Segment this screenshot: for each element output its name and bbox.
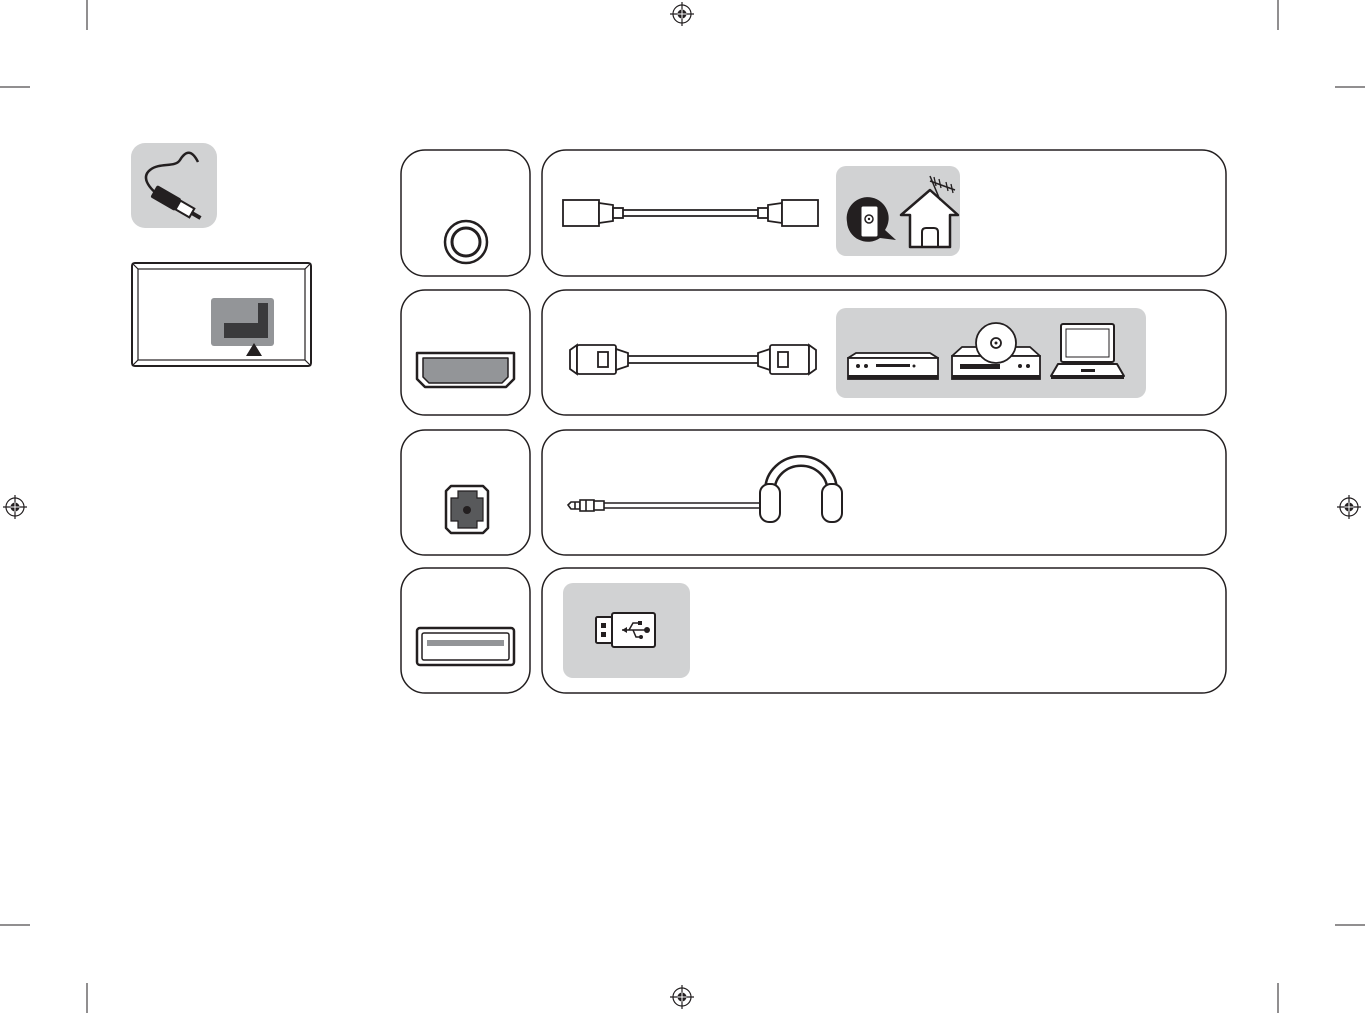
- row-usb: [401, 568, 1226, 693]
- hdmi-port: [417, 353, 514, 387]
- antenna-house-icon: [836, 166, 960, 256]
- row-hdmi: [401, 290, 1226, 415]
- row-antenna: [401, 150, 1226, 276]
- registration-mark-bottom: [670, 985, 694, 1009]
- usb-drive-icon: [563, 583, 690, 678]
- laptop-icon: [1051, 324, 1124, 379]
- usb-port: [417, 628, 514, 665]
- row-headphone: [401, 430, 1226, 555]
- headphone-port: [446, 486, 488, 533]
- tv-rear-panel-icon: [132, 263, 311, 366]
- antenna-coax-port: [445, 221, 487, 263]
- dvd-player-icon: [848, 353, 938, 379]
- registration-mark-top: [670, 2, 694, 26]
- cable-panel-headphone: [542, 430, 1226, 555]
- registration-mark-right: [1337, 495, 1361, 519]
- registration-mark-left: [3, 495, 27, 519]
- cable-plug-icon: [131, 143, 217, 228]
